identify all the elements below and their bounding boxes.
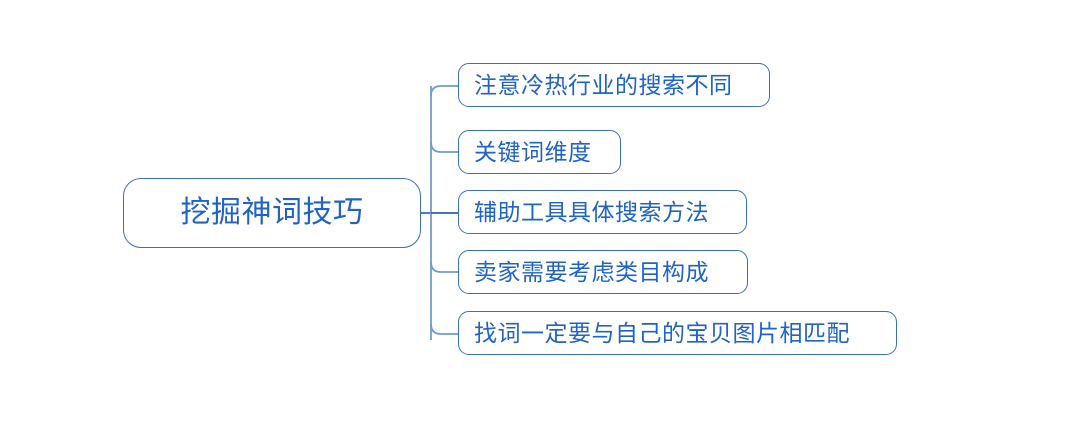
child-node-3[interactable]: 卖家需要考虑类目构成 [458, 250, 748, 294]
child-node-2-label: 辅助工具具体搜索方法 [474, 199, 709, 225]
child-node-3-label: 卖家需要考虑类目构成 [474, 259, 709, 285]
connector-branch-4 [430, 323, 458, 335]
child-node-0-label: 注意冷热行业的搜索不同 [474, 72, 733, 98]
connector-branch-3 [430, 261, 458, 273]
child-node-0[interactable]: 注意冷热行业的搜索不同 [458, 63, 770, 107]
root-node-label: 挖掘神词技巧 [180, 196, 364, 229]
child-node-1-label: 关键词维度 [474, 139, 592, 165]
connector-branch-1 [430, 141, 458, 153]
root-node[interactable]: 挖掘神词技巧 [123, 178, 421, 248]
child-node-4[interactable]: 找词一定要与自己的宝贝图片相匹配 [458, 311, 897, 355]
connector-branch-0 [430, 85, 458, 97]
child-node-1[interactable]: 关键词维度 [458, 130, 621, 174]
child-node-4-label: 找词一定要与自己的宝贝图片相匹配 [474, 320, 850, 346]
child-node-2[interactable]: 辅助工具具体搜索方法 [458, 190, 747, 234]
